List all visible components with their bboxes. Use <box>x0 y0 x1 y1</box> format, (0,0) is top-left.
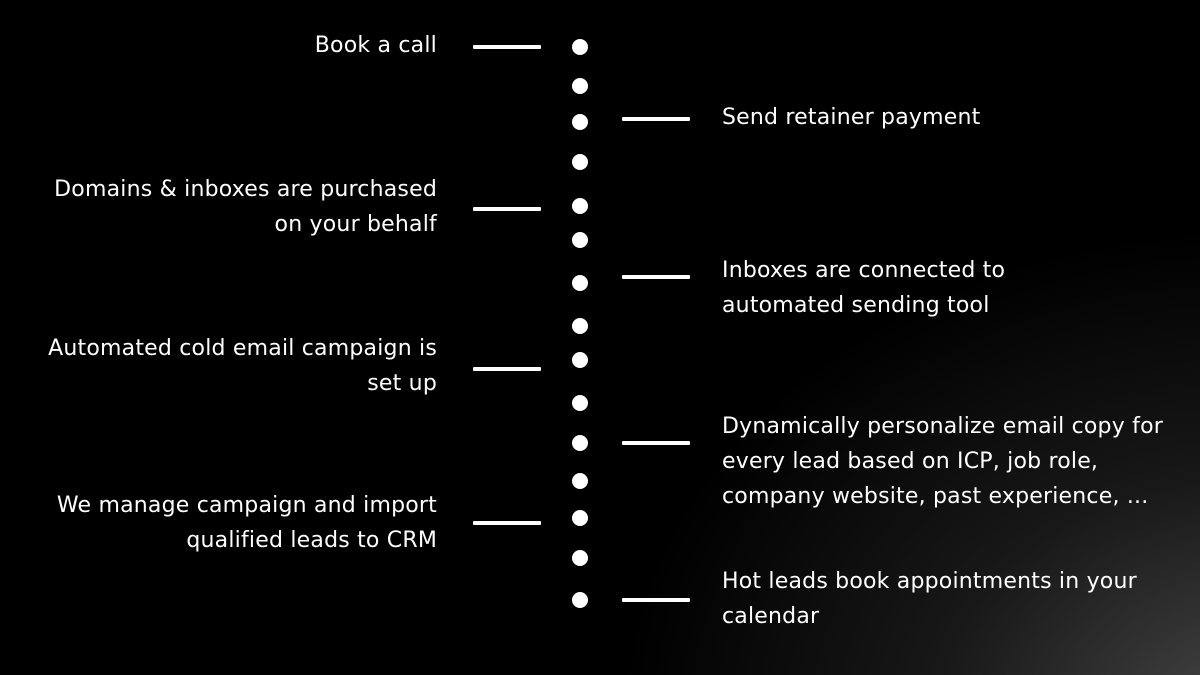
step-retainer-payment: Send retainer payment <box>722 100 980 135</box>
connector-right-1 <box>622 117 690 121</box>
step-label-line: We manage campaign and import <box>56 493 437 518</box>
connector-right-3 <box>622 441 690 445</box>
step-label-line: every lead based on ICP, job role, <box>722 449 1099 474</box>
timeline-dot <box>572 318 588 334</box>
step-book-call: Book a call <box>315 28 437 63</box>
timeline-dot <box>572 78 588 94</box>
step-domains-inboxes: Domains & inboxes are purchased on your … <box>54 172 437 242</box>
connector-right-4 <box>622 598 690 602</box>
timeline-dot <box>572 435 588 451</box>
timeline-dot <box>572 275 588 291</box>
step-manage-campaign: We manage campaign and import qualified … <box>57 488 437 558</box>
step-label-line: on your behalf <box>274 212 437 237</box>
step-label-line: Send retainer payment <box>722 105 981 130</box>
timeline-dot <box>572 198 588 214</box>
connector-right-2 <box>622 275 690 279</box>
step-label-line: company website, past experience, ... <box>722 484 1149 509</box>
step-label-line: set up <box>367 371 437 396</box>
step-inboxes-connected: Inboxes are connected to automated sendi… <box>722 253 1005 323</box>
step-label-line: Domains & inboxes are purchased <box>54 177 437 202</box>
connector-left-1 <box>473 45 541 49</box>
timeline-dot <box>572 510 588 526</box>
timeline-dot <box>572 39 588 55</box>
timeline-dot <box>572 592 588 608</box>
timeline-dot <box>572 395 588 411</box>
step-label-line: Book a call <box>314 33 437 58</box>
step-personalize-copy: Dynamically personalize email copy for e… <box>722 409 1163 514</box>
step-label-line: Automated cold email campaign is <box>48 336 437 361</box>
step-campaign-setup: Automated cold email campaign is set up <box>48 331 437 401</box>
step-label-line: Dynamically personalize email copy for <box>722 414 1163 439</box>
step-label-line: Inboxes are connected to <box>722 258 1006 283</box>
step-label-line: qualified leads to CRM <box>186 528 437 553</box>
timeline-dot <box>572 114 588 130</box>
timeline-dot <box>572 550 588 566</box>
connector-left-2 <box>473 207 541 211</box>
timeline-dot <box>572 352 588 368</box>
connector-left-4 <box>473 521 541 525</box>
step-label-line: Hot leads book appointments in your <box>722 569 1137 594</box>
connector-left-3 <box>473 367 541 371</box>
timeline-dot <box>572 232 588 248</box>
step-label-line: automated sending tool <box>722 293 990 318</box>
step-label-line: calendar <box>722 604 820 629</box>
timeline-dot <box>572 473 588 489</box>
step-book-appointments: Hot leads book appointments in your cale… <box>722 564 1137 634</box>
timeline-dot <box>572 154 588 170</box>
